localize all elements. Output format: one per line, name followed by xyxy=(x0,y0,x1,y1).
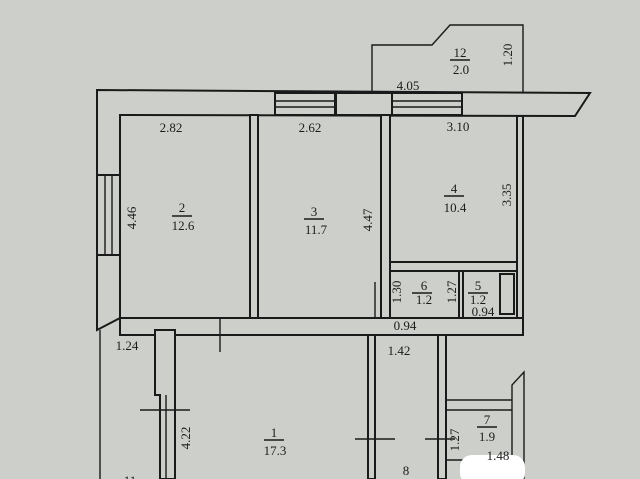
right-wall xyxy=(516,115,524,323)
dim-1-20: 1.20 xyxy=(500,44,515,67)
room-4-area: 10.4 xyxy=(444,200,467,215)
room-6-number: 6 xyxy=(421,278,428,293)
white-blob xyxy=(460,455,525,479)
room-11-number: 11 xyxy=(124,473,137,479)
dim-4-22: 4.22 xyxy=(178,427,193,450)
top-outer-wall xyxy=(96,88,592,332)
room-2-number: 2 xyxy=(179,200,186,215)
room-12-number: 12 xyxy=(454,45,467,60)
corridor-wall xyxy=(154,329,176,479)
dim-1-27-b: 1.27 xyxy=(447,428,462,451)
window-top-left xyxy=(274,92,336,116)
wall-lower-2 xyxy=(437,334,447,479)
dim-4-47: 4.47 xyxy=(360,208,375,231)
room-2-area: 12.6 xyxy=(172,218,195,233)
dim-1-27-a: 1.27 xyxy=(444,280,459,303)
dim-1-30: 1.30 xyxy=(389,281,404,304)
dim-0-94-a: 0.94 xyxy=(394,318,417,333)
room-7-outline xyxy=(446,370,525,479)
radiator-icon xyxy=(499,273,515,315)
dim-1-24: 1.24 xyxy=(116,338,139,353)
window-top-right xyxy=(391,92,463,116)
window-left xyxy=(96,174,121,256)
room-8-number: 8 xyxy=(403,463,410,478)
dim-4-46: 4.46 xyxy=(124,206,139,229)
room-4-number: 4 xyxy=(451,181,458,196)
horizontal-wall xyxy=(119,317,524,336)
dim-2-62: 2.62 xyxy=(299,120,322,135)
room-7-area: 1.9 xyxy=(479,429,495,444)
dim-2-82: 2.82 xyxy=(160,120,183,135)
dim-3-35: 3.35 xyxy=(499,184,514,207)
dim-4-05: 4.05 xyxy=(397,78,420,93)
room-12-area: 2.0 xyxy=(453,62,469,77)
room-3-number: 3 xyxy=(311,204,318,219)
room-1-number: 1 xyxy=(271,425,278,440)
wall-rooms-2-3 xyxy=(249,114,259,319)
room-3-area: 11.7 xyxy=(305,222,328,237)
dim-3-10: 3.10 xyxy=(447,119,470,134)
room-7-number: 7 xyxy=(484,412,491,427)
room-6-area: 1.2 xyxy=(416,292,432,307)
bathroom-wall xyxy=(389,261,518,272)
dim-1-42: 1.42 xyxy=(388,343,411,358)
room-5-area: 1.2 xyxy=(470,292,486,307)
room-1-area: 17.3 xyxy=(264,443,287,458)
dim-1-48: 1.48 xyxy=(487,448,510,463)
wall-segment xyxy=(335,92,393,116)
dim-0-94-b: 0.94 xyxy=(472,304,495,319)
wall-lower-1 xyxy=(367,334,376,479)
room-5-number: 5 xyxy=(475,278,482,293)
bathroom-divider xyxy=(458,270,464,319)
balcony-outline xyxy=(371,24,524,95)
